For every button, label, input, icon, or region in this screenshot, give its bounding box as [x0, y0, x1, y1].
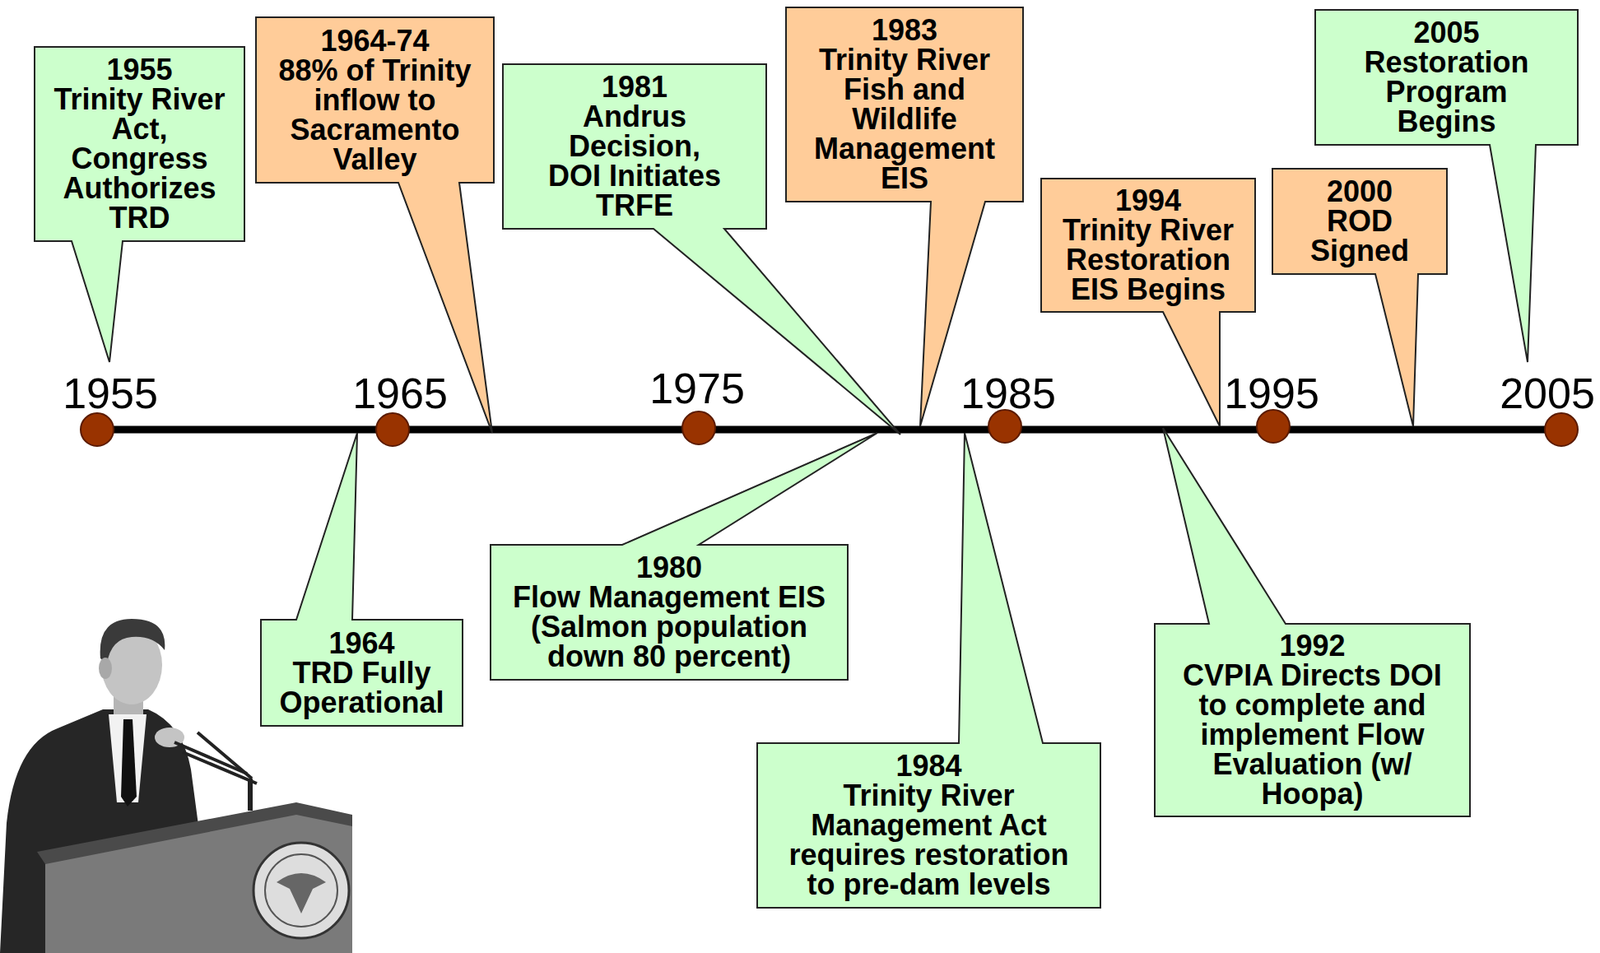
- year-heading: 1992: [1174, 631, 1452, 661]
- seal-ring: [265, 854, 338, 927]
- year-dot: [988, 409, 1022, 443]
- callout-box: 1964-7488% of Trinity inflow to Sacramen…: [255, 17, 494, 183]
- callout-text: 2005Restoration Program Begins: [1352, 18, 1542, 137]
- seal: [253, 842, 349, 939]
- callout-box: 2000ROD Signed: [1272, 168, 1447, 275]
- callout-text: 1983Trinity River Fish and Wildlife Mana…: [801, 15, 1008, 194]
- callout-text: 2000ROD Signed: [1285, 176, 1434, 266]
- callout-outline: [255, 17, 494, 433]
- year-label: 2005: [1499, 372, 1596, 415]
- year-dot: [682, 411, 716, 445]
- callout-outline: [1154, 427, 1470, 817]
- event-text: CVPIA Directs DOI to complete and implem…: [1174, 660, 1452, 810]
- callout-box: 1955Trinity River Act, Congress Authoriz…: [34, 46, 245, 242]
- event-text: Andrus Decision, DOI Initiates TRFE: [543, 102, 726, 221]
- year-label: 1985: [960, 372, 1056, 415]
- event-text: Flow Management EIS (Salmon population d…: [502, 582, 837, 672]
- callout-box: 1964TRD Fully Operational: [260, 619, 463, 726]
- year-heading: 1981: [543, 72, 726, 103]
- year-heading: 1994: [1051, 186, 1246, 216]
- callout-box: 2005Restoration Program Begins: [1315, 9, 1578, 145]
- callout-box: 1992CVPIA Directs DOI to complete and im…: [1154, 623, 1470, 817]
- callout-outline: [786, 7, 1024, 427]
- microphone: [197, 732, 252, 779]
- event-text: Trinity River Management Act requires re…: [781, 781, 1078, 900]
- callout-outline: [34, 46, 245, 363]
- callout-text: 1980Flow Management EIS (Salmon populati…: [502, 553, 837, 672]
- callout-outline: [260, 432, 463, 726]
- year-label: 1975: [649, 367, 745, 410]
- year-label: 1965: [352, 372, 448, 415]
- year-dot: [80, 413, 114, 447]
- callout-box: 1984Trinity River Management Act require…: [757, 743, 1101, 908]
- year-heading: 1955: [46, 55, 233, 85]
- callout-text: 1981Andrus Decision, DOI Initiates TRFE: [543, 72, 726, 221]
- callout-box: 1980Flow Management EIS (Salmon populati…: [490, 544, 848, 680]
- year-heading: 1980: [502, 553, 837, 583]
- year-dot: [1256, 409, 1290, 443]
- callout-text: 1964-7488% of Trinity inflow to Sacramen…: [272, 26, 479, 175]
- callout-box: 1994Trinity River Restoration EIS Begins: [1041, 178, 1256, 312]
- callout-text: 1984Trinity River Management Act require…: [781, 751, 1078, 900]
- year-label: 1995: [1223, 372, 1320, 415]
- event-text: Trinity River Restoration EIS Begins: [1051, 215, 1246, 305]
- year-heading: 2000: [1285, 176, 1434, 207]
- year-heading: 1983: [801, 15, 1008, 46]
- ear: [98, 657, 112, 680]
- year-dot: [1544, 413, 1578, 447]
- callout-outline: [490, 432, 878, 680]
- event-text: Trinity River Fish and Wildlife Manageme…: [801, 45, 1008, 194]
- hair: [100, 618, 166, 664]
- callout-box: 1983Trinity River Fish and Wildlife Mana…: [786, 7, 1024, 202]
- axis-line: [97, 426, 1562, 434]
- seal-eagle: [276, 873, 326, 914]
- callout-outline: [1315, 9, 1578, 363]
- event-text: Trinity River Act, Congress Authorizes T…: [46, 84, 233, 233]
- year-heading: 1964: [273, 628, 451, 659]
- year-heading: 1984: [781, 751, 1078, 782]
- year-dot: [376, 413, 410, 447]
- callout-text: 1955Trinity River Act, Congress Authoriz…: [46, 55, 233, 233]
- microphone: [174, 742, 247, 774]
- microphone-stand: [247, 778, 253, 811]
- callout-outline: [757, 432, 1101, 908]
- year-heading: 2005: [1352, 18, 1542, 48]
- event-text: Restoration Program Begins: [1352, 47, 1542, 137]
- callout-text: 1992CVPIA Directs DOI to complete and im…: [1174, 631, 1452, 810]
- event-text: TRD Fully Operational: [273, 658, 451, 718]
- year-label: 1955: [62, 372, 159, 415]
- event-text: 88% of Trinity inflow to Sacramento Vall…: [272, 55, 479, 175]
- year-heading: 1964-74: [272, 26, 479, 56]
- callout-text: 1994Trinity River Restoration EIS Begins: [1051, 186, 1246, 305]
- event-text: ROD Signed: [1285, 206, 1434, 266]
- microphone: [182, 752, 257, 784]
- callout-text: 1964TRD Fully Operational: [273, 628, 451, 718]
- callout-box: 1981Andrus Decision, DOI Initiates TRFE: [502, 64, 767, 229]
- callout-outline: [1041, 178, 1256, 427]
- tie: [120, 719, 137, 807]
